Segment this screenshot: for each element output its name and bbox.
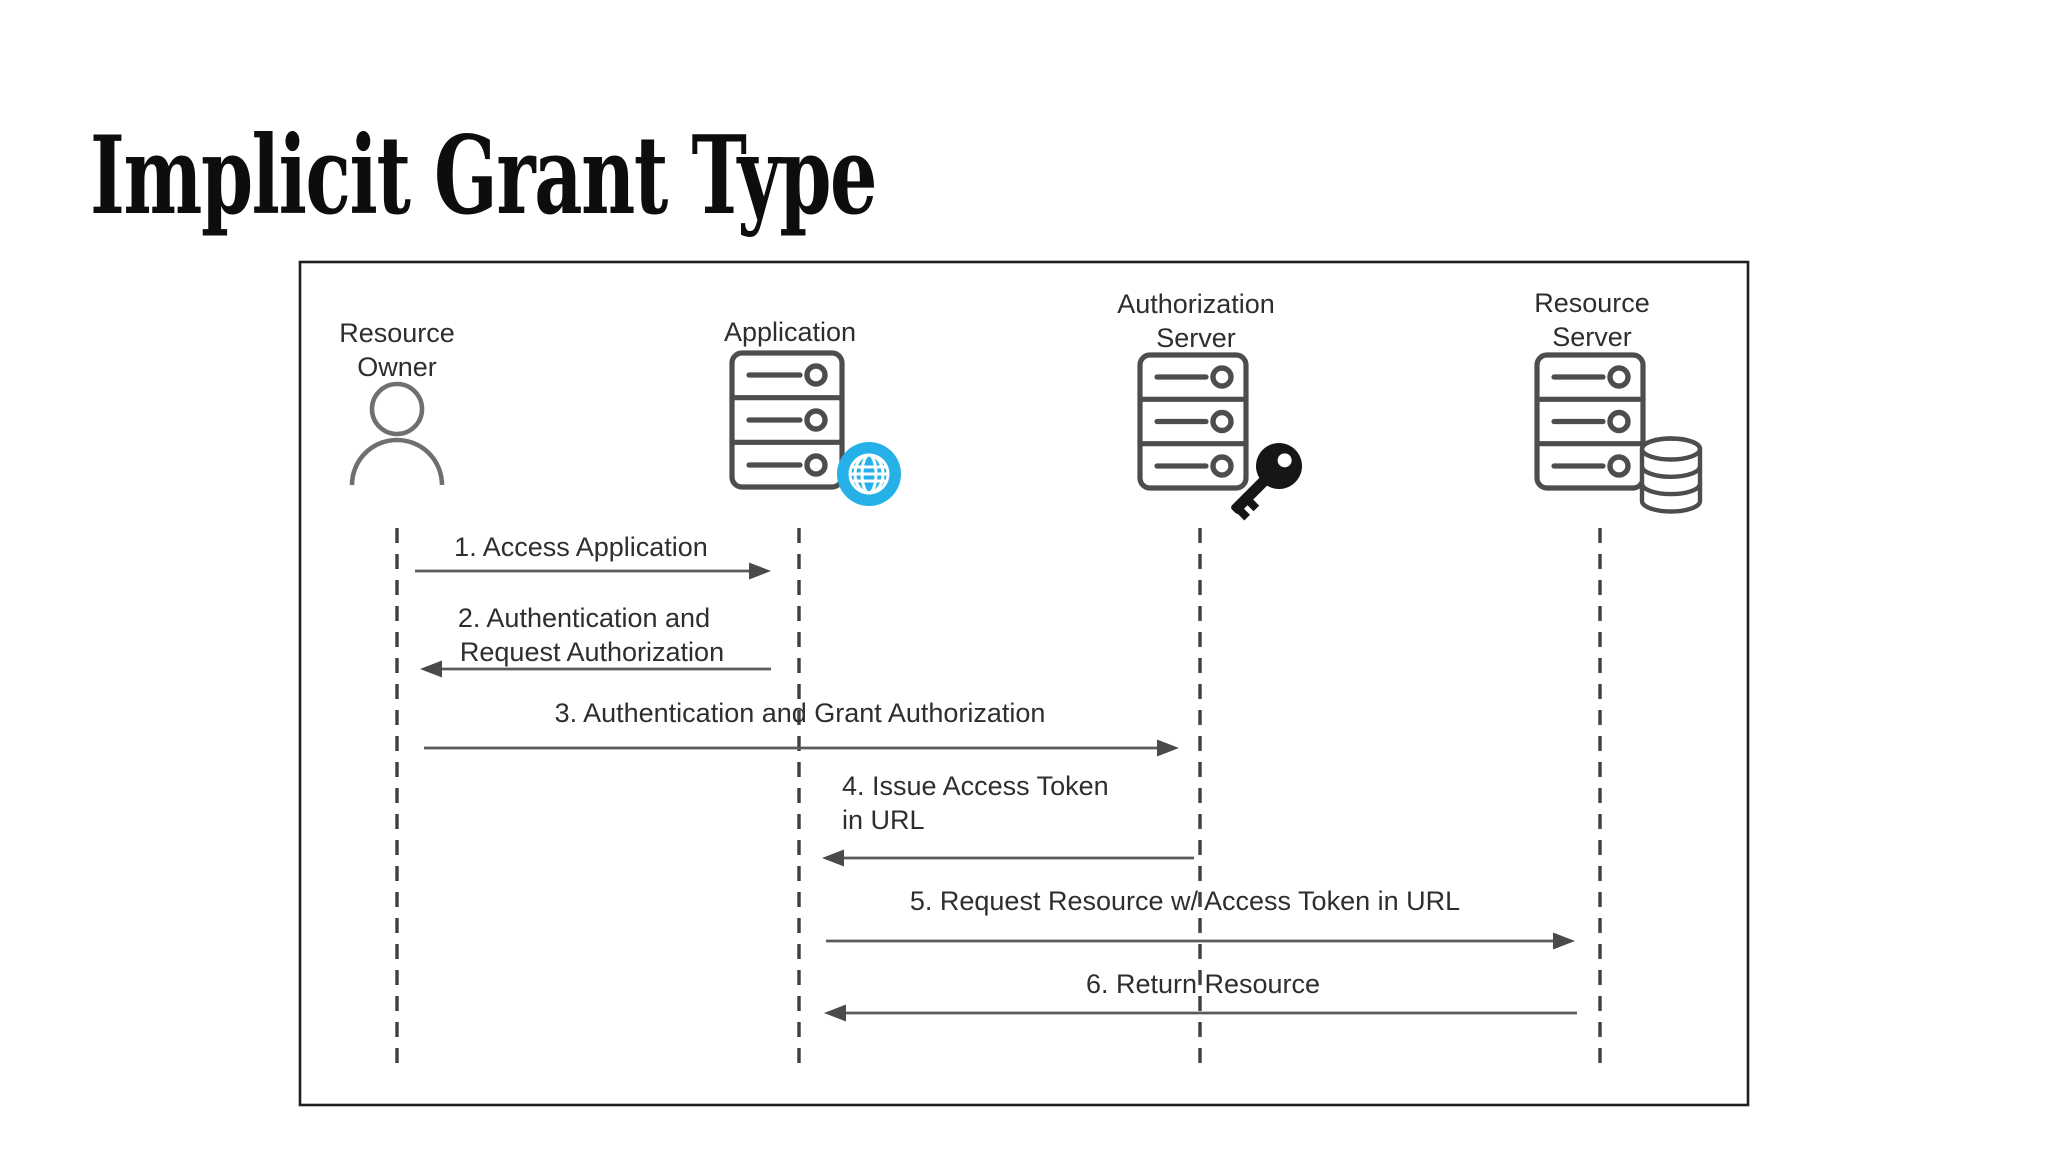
message-5: 5. Request Resource w/ Access Token in U… <box>826 886 1575 950</box>
message-4: 4. Issue Access Token in URL <box>822 771 1194 867</box>
server-icon <box>729 350 845 490</box>
actor-label: Server <box>1156 323 1236 353</box>
actor-label: Owner <box>357 352 437 382</box>
message-label: 3. Authentication and Grant Authorizatio… <box>555 698 1046 728</box>
actor-label: Server <box>1552 322 1632 352</box>
message-label: Request Authorization <box>460 637 724 667</box>
message-6: 6. Return Resource <box>824 969 1577 1022</box>
message-3: 3. Authentication and Grant Authorizatio… <box>424 698 1179 757</box>
message-1: 1. Access Application <box>415 532 771 580</box>
globe-icon <box>837 442 901 506</box>
message-label: 6. Return Resource <box>1086 969 1320 999</box>
actor-label: Application <box>724 317 856 347</box>
page-title: Implicit Grant Type <box>90 113 877 239</box>
diagram-frame <box>298 260 1750 1107</box>
actor-resource-server: Resource Server <box>1534 288 1703 514</box>
message-label: 4. Issue Access Token <box>842 771 1109 801</box>
arrowhead-right-icon <box>1553 932 1575 950</box>
database-icon <box>1639 436 1703 514</box>
arrowhead-left-icon <box>420 660 442 678</box>
message-label: in URL <box>842 805 925 835</box>
message-label: 5. Request Resource w/ Access Token in U… <box>910 886 1460 916</box>
actor-label: Resource <box>1534 288 1650 318</box>
person-icon <box>349 381 445 486</box>
arrowhead-right-icon <box>749 562 771 580</box>
actor-label: Resource <box>339 318 455 348</box>
message-label: 2. Authentication and <box>458 603 710 633</box>
actor-application: Application <box>724 317 901 506</box>
server-icon <box>1137 352 1249 491</box>
arrowhead-left-icon <box>822 849 844 867</box>
arrowhead-left-icon <box>824 1004 846 1022</box>
actor-label: Authorization <box>1117 289 1275 319</box>
arrowhead-right-icon <box>1157 739 1179 757</box>
message-label: 1. Access Application <box>454 532 708 562</box>
server-icon <box>1534 352 1646 491</box>
message-2: 2. Authentication and Request Authorizat… <box>420 603 771 678</box>
actor-authorization-server: Authorization Server <box>1117 289 1302 521</box>
key-icon <box>1231 443 1302 521</box>
actor-resource-owner: Resource Owner <box>339 318 455 486</box>
